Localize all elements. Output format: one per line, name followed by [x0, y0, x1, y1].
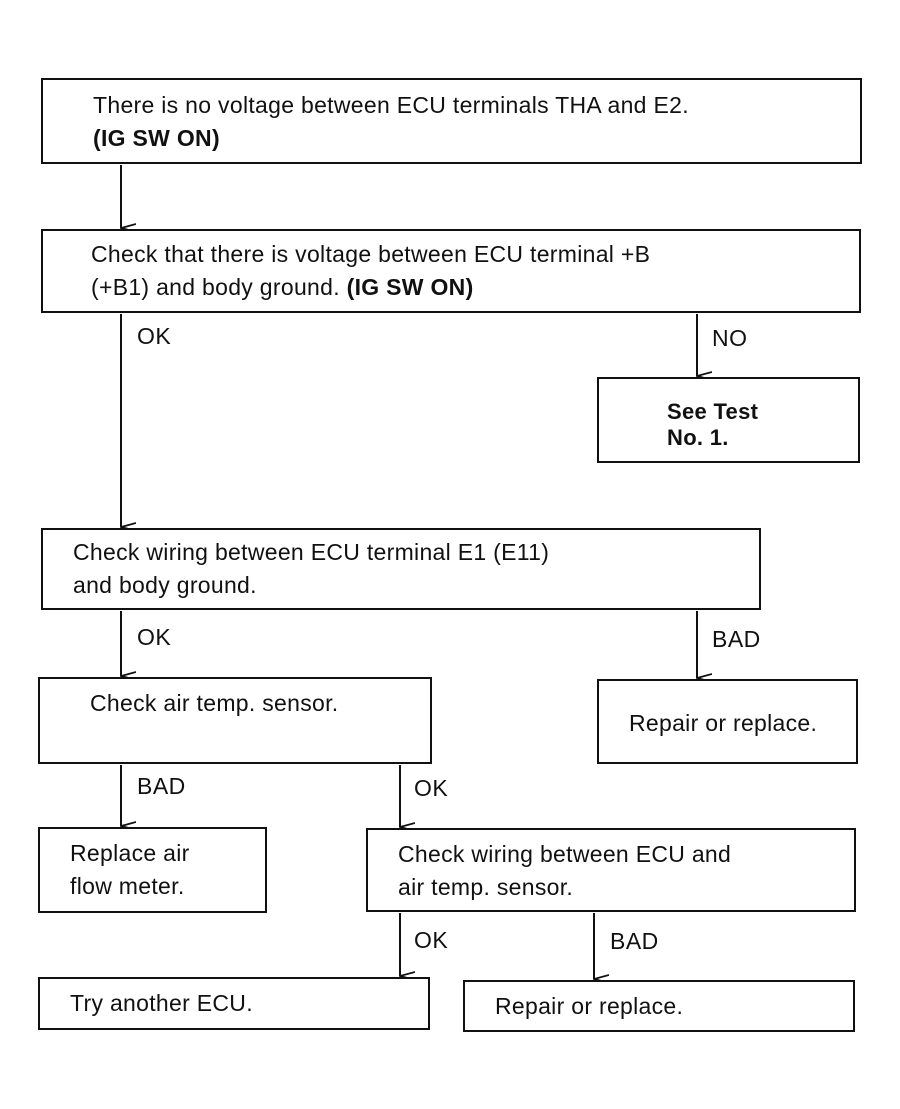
check-wiring-ground-text-2: and body ground. [73, 572, 257, 598]
start-condition: (IG SW ON) [93, 125, 220, 151]
try-ecu-box: Try another ECU. [38, 977, 430, 1030]
label-voltage-no: NO [712, 325, 748, 351]
label-ground-bad: BAD [712, 626, 761, 652]
label-sensor-bad: BAD [137, 773, 186, 799]
check-voltage-condition: (IG SW ON) [346, 274, 474, 300]
label-voltage-ok: OK [137, 323, 172, 349]
repair-box-2: Repair or replace. [463, 980, 855, 1032]
check-wiring-sensor-text: Check wiring between ECU and [398, 841, 732, 867]
try-ecu-text: Try another ECU. [70, 990, 253, 1016]
see-test-number: No. 1. [667, 425, 729, 450]
see-test-box: See Test No. 1. [597, 377, 860, 463]
replace-meter-text: Replace air [70, 840, 190, 866]
repair-text-2: Repair or replace. [495, 993, 684, 1019]
check-voltage-text: Check that there is voltage between ECU … [91, 241, 651, 267]
check-voltage-text-2: (+B1) and body ground. [91, 274, 347, 300]
check-wiring-sensor-text-2: air temp. sensor. [398, 874, 574, 900]
check-wiring-ground-box: Check wiring between ECU terminal E1 (E1… [41, 528, 761, 610]
check-sensor-text: Check air temp. sensor. [90, 690, 339, 716]
replace-meter-box: Replace air flow meter. [38, 827, 267, 913]
repair-box-1: Repair or replace. [597, 679, 858, 764]
see-test-text: See Test [667, 399, 759, 424]
replace-meter-text-2: flow meter. [70, 873, 185, 899]
start-text: There is no voltage between ECU terminal… [93, 92, 689, 118]
label-wiring-bad: BAD [610, 928, 659, 954]
check-wiring-ground-text: Check wiring between ECU terminal E1 (E1… [73, 539, 550, 565]
start-box: There is no voltage between ECU terminal… [41, 78, 862, 164]
label-ground-ok: OK [137, 624, 172, 650]
check-wiring-sensor-box: Check wiring between ECU and air temp. s… [366, 828, 856, 912]
label-wiring-ok: OK [414, 927, 449, 953]
check-sensor-box: Check air temp. sensor. [38, 677, 432, 764]
repair-text-1: Repair or replace. [629, 710, 818, 736]
check-voltage-box: Check that there is voltage between ECU … [41, 229, 861, 313]
label-sensor-ok: OK [414, 775, 449, 801]
